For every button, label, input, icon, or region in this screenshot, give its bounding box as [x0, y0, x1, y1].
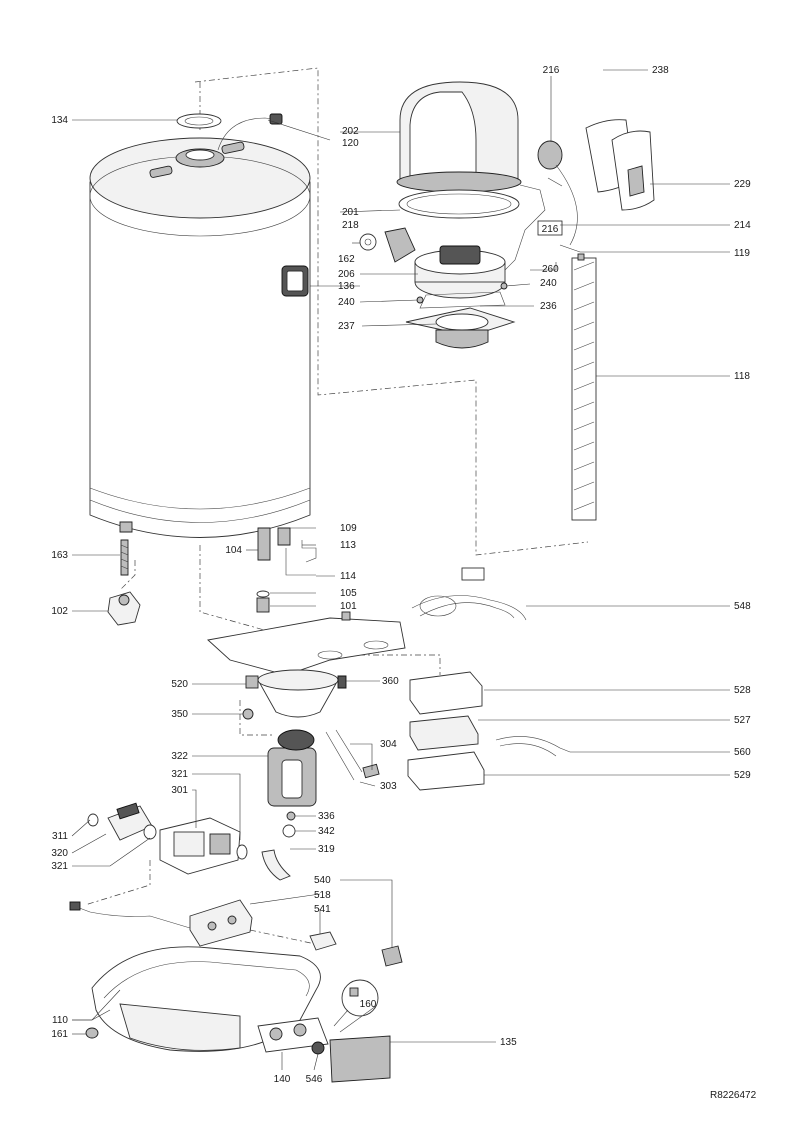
callout-109: 109 [340, 523, 357, 534]
callout-163: 163 [51, 550, 68, 561]
callout-105: 105 [340, 588, 357, 599]
flue-baffle [571, 257, 597, 521]
callout-528: 528 [734, 685, 751, 696]
front-cover [329, 1035, 391, 1083]
callout-214: 214 [734, 220, 751, 231]
fan-hood [396, 81, 522, 219]
callout-319: 319 [318, 844, 335, 855]
callout-527: 527 [734, 715, 751, 726]
burner [267, 729, 317, 807]
callout-135: 135 [500, 1037, 517, 1048]
callout-260: 260 [542, 264, 559, 275]
callout-560: 560 [734, 747, 751, 758]
callout-529: 529 [734, 770, 751, 781]
leader-lines [71, 69, 730, 1071]
callout-101: 101 [340, 601, 357, 612]
gasket-ring [176, 113, 222, 129]
callout-118: 118 [734, 371, 750, 382]
callout-202: 202 [342, 126, 359, 137]
callout-113: 113 [340, 540, 356, 551]
callout-304: 304 [380, 739, 397, 750]
callout-218: 218 [342, 220, 359, 231]
callout-236: 236 [540, 301, 557, 312]
callout-104: 104 [225, 545, 242, 556]
callout-322: 322 [171, 751, 188, 762]
callout-240-left: 240 [338, 297, 355, 308]
reference-code: R8226472 [710, 1090, 757, 1101]
control-box-base [407, 751, 485, 791]
callout-520: 520 [171, 679, 188, 690]
pressure-switch [537, 140, 563, 170]
control-box-cover [409, 671, 483, 715]
callout-136: 136 [338, 281, 355, 292]
callout-labels: 134 120 202 216 238 229 201 218 214 216 … [51, 65, 756, 1101]
gas-valve [159, 817, 241, 875]
callout-201: 201 [342, 207, 359, 218]
callout-541: 541 [314, 904, 331, 915]
callout-216-box: 216 [542, 224, 559, 235]
callout-540: 540 [314, 875, 331, 886]
callout-301: 301 [171, 785, 188, 796]
callout-102: 102 [51, 606, 68, 617]
callout-321-top: 321 [171, 769, 188, 780]
callout-134: 134 [51, 115, 68, 126]
callout-238: 238 [652, 65, 669, 76]
callout-162: 162 [338, 254, 355, 265]
callout-336: 336 [318, 811, 335, 822]
callout-321-bottom: 321 [51, 861, 68, 872]
fan-motor [414, 245, 506, 299]
callout-546: 546 [306, 1074, 323, 1085]
callout-548: 548 [734, 601, 751, 612]
callout-140: 140 [274, 1074, 291, 1085]
callout-160: 160 [360, 999, 377, 1010]
burner-mounting-plate [207, 617, 406, 676]
callout-206: 206 [338, 269, 355, 280]
callout-350: 350 [171, 709, 188, 720]
callout-237: 237 [338, 321, 355, 332]
callout-518: 518 [314, 890, 331, 901]
callout-342: 342 [318, 826, 335, 837]
callout-240-right: 240 [540, 278, 557, 289]
callout-110: 110 [52, 1015, 68, 1026]
callout-119: 119 [734, 248, 750, 259]
callout-161: 161 [51, 1029, 68, 1040]
control-panel [189, 899, 253, 947]
callout-120: 120 [342, 138, 359, 149]
callout-303: 303 [380, 781, 397, 792]
callout-216: 216 [543, 65, 560, 76]
callout-360: 360 [382, 676, 399, 687]
callout-320: 320 [51, 848, 68, 859]
flue-base [405, 307, 516, 349]
water-tank [89, 137, 311, 561]
callout-229: 229 [734, 179, 751, 190]
callout-311: 311 [52, 831, 68, 842]
control-board [409, 715, 479, 751]
callout-114: 114 [340, 571, 356, 582]
power-cable [217, 117, 283, 151]
